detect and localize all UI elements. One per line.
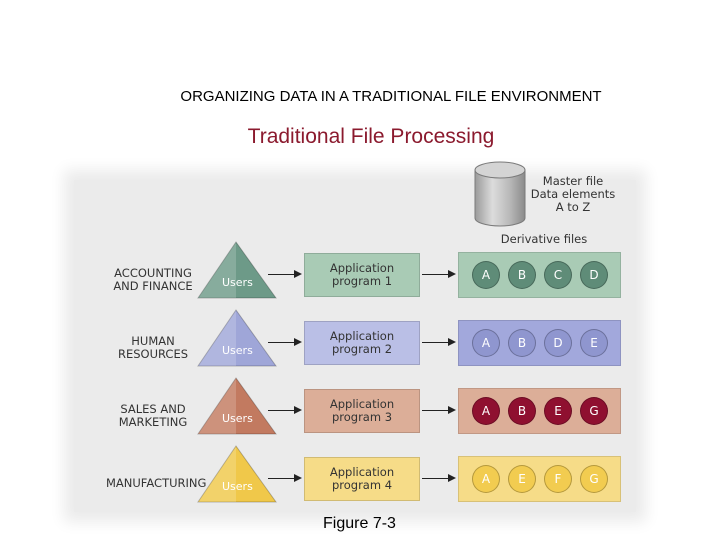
department-label-line1: HUMAN xyxy=(131,334,175,348)
data-element-circle: G xyxy=(580,397,608,425)
arrow-head-icon xyxy=(448,406,456,414)
application-program-line1: Application xyxy=(329,261,395,275)
arrow-head-icon xyxy=(448,270,456,278)
flow-arrow-line xyxy=(422,342,448,343)
flow-arrow-line xyxy=(268,478,294,479)
data-element-circle: A xyxy=(472,397,500,425)
slide-heading: ORGANIZING DATA IN A TRADITIONAL FILE EN… xyxy=(180,88,602,105)
arrow-head-icon xyxy=(294,270,302,278)
data-element-circle: D xyxy=(580,261,608,289)
slide-subheading: Traditional File Processing xyxy=(247,125,495,148)
master-file-line2: Data elements xyxy=(530,187,616,201)
data-element-circle: E xyxy=(544,397,572,425)
data-element-circle: E xyxy=(508,465,536,493)
derivative-files-label: Derivative files xyxy=(500,232,588,246)
department-label-line2: AND FINANCE xyxy=(113,279,193,293)
department-label-line1: SALES AND xyxy=(120,402,186,416)
users-triangle-icon xyxy=(197,309,277,367)
flow-arrow-line xyxy=(422,410,448,411)
application-program-line1: Application xyxy=(329,397,395,411)
department-label: MANUFACTURING xyxy=(106,476,207,490)
data-element-circle: A xyxy=(472,261,500,289)
department-label-line1: ACCOUNTING xyxy=(114,266,192,280)
arrow-head-icon xyxy=(448,338,456,346)
department-label-line1: MANUFACTURING xyxy=(106,476,207,490)
data-element-circle: B xyxy=(508,261,536,289)
department-label-line2: MARKETING xyxy=(118,415,188,429)
data-element-circle: C xyxy=(544,261,572,289)
data-element-circle: B xyxy=(508,397,536,425)
application-program-line1: Application xyxy=(329,329,395,343)
application-program-line1: Application xyxy=(329,465,395,479)
data-element-circle: A xyxy=(472,329,500,357)
flow-arrow-line xyxy=(422,274,448,275)
application-program-line2: program 1 xyxy=(331,274,393,288)
users-label: Users xyxy=(222,412,253,425)
flow-arrow-line xyxy=(268,342,294,343)
flow-arrow-line xyxy=(268,410,294,411)
figure-caption: Figure 7-3 xyxy=(323,515,396,532)
data-element-circle: E xyxy=(580,329,608,357)
master-file-line1: Master file xyxy=(542,174,604,188)
data-element-circle: B xyxy=(508,329,536,357)
data-element-circle: G xyxy=(580,465,608,493)
users-label: Users xyxy=(222,480,253,493)
arrow-head-icon xyxy=(294,474,302,482)
master-file-cylinder-icon xyxy=(474,161,526,227)
master-file-line3: A to Z xyxy=(555,200,591,214)
flow-arrow-line xyxy=(422,478,448,479)
data-element-circle: F xyxy=(544,465,572,493)
data-element-circle: A xyxy=(472,465,500,493)
users-triangle-icon xyxy=(197,377,277,435)
application-program-line2: program 4 xyxy=(331,478,393,492)
application-program-line2: program 3 xyxy=(331,410,393,424)
department-label-line2: RESOURCES xyxy=(117,347,189,361)
arrow-head-icon xyxy=(448,474,456,482)
arrow-head-icon xyxy=(294,406,302,414)
flow-arrow-line xyxy=(268,274,294,275)
users-label: Users xyxy=(222,276,253,289)
users-triangle-icon xyxy=(197,445,277,503)
users-triangle-icon xyxy=(197,241,277,299)
data-element-circle: D xyxy=(544,329,572,357)
users-label: Users xyxy=(222,344,253,357)
arrow-head-icon xyxy=(294,338,302,346)
application-program-line2: program 2 xyxy=(331,342,393,356)
master-file-label: Master file Data elements A to Z xyxy=(528,175,618,214)
